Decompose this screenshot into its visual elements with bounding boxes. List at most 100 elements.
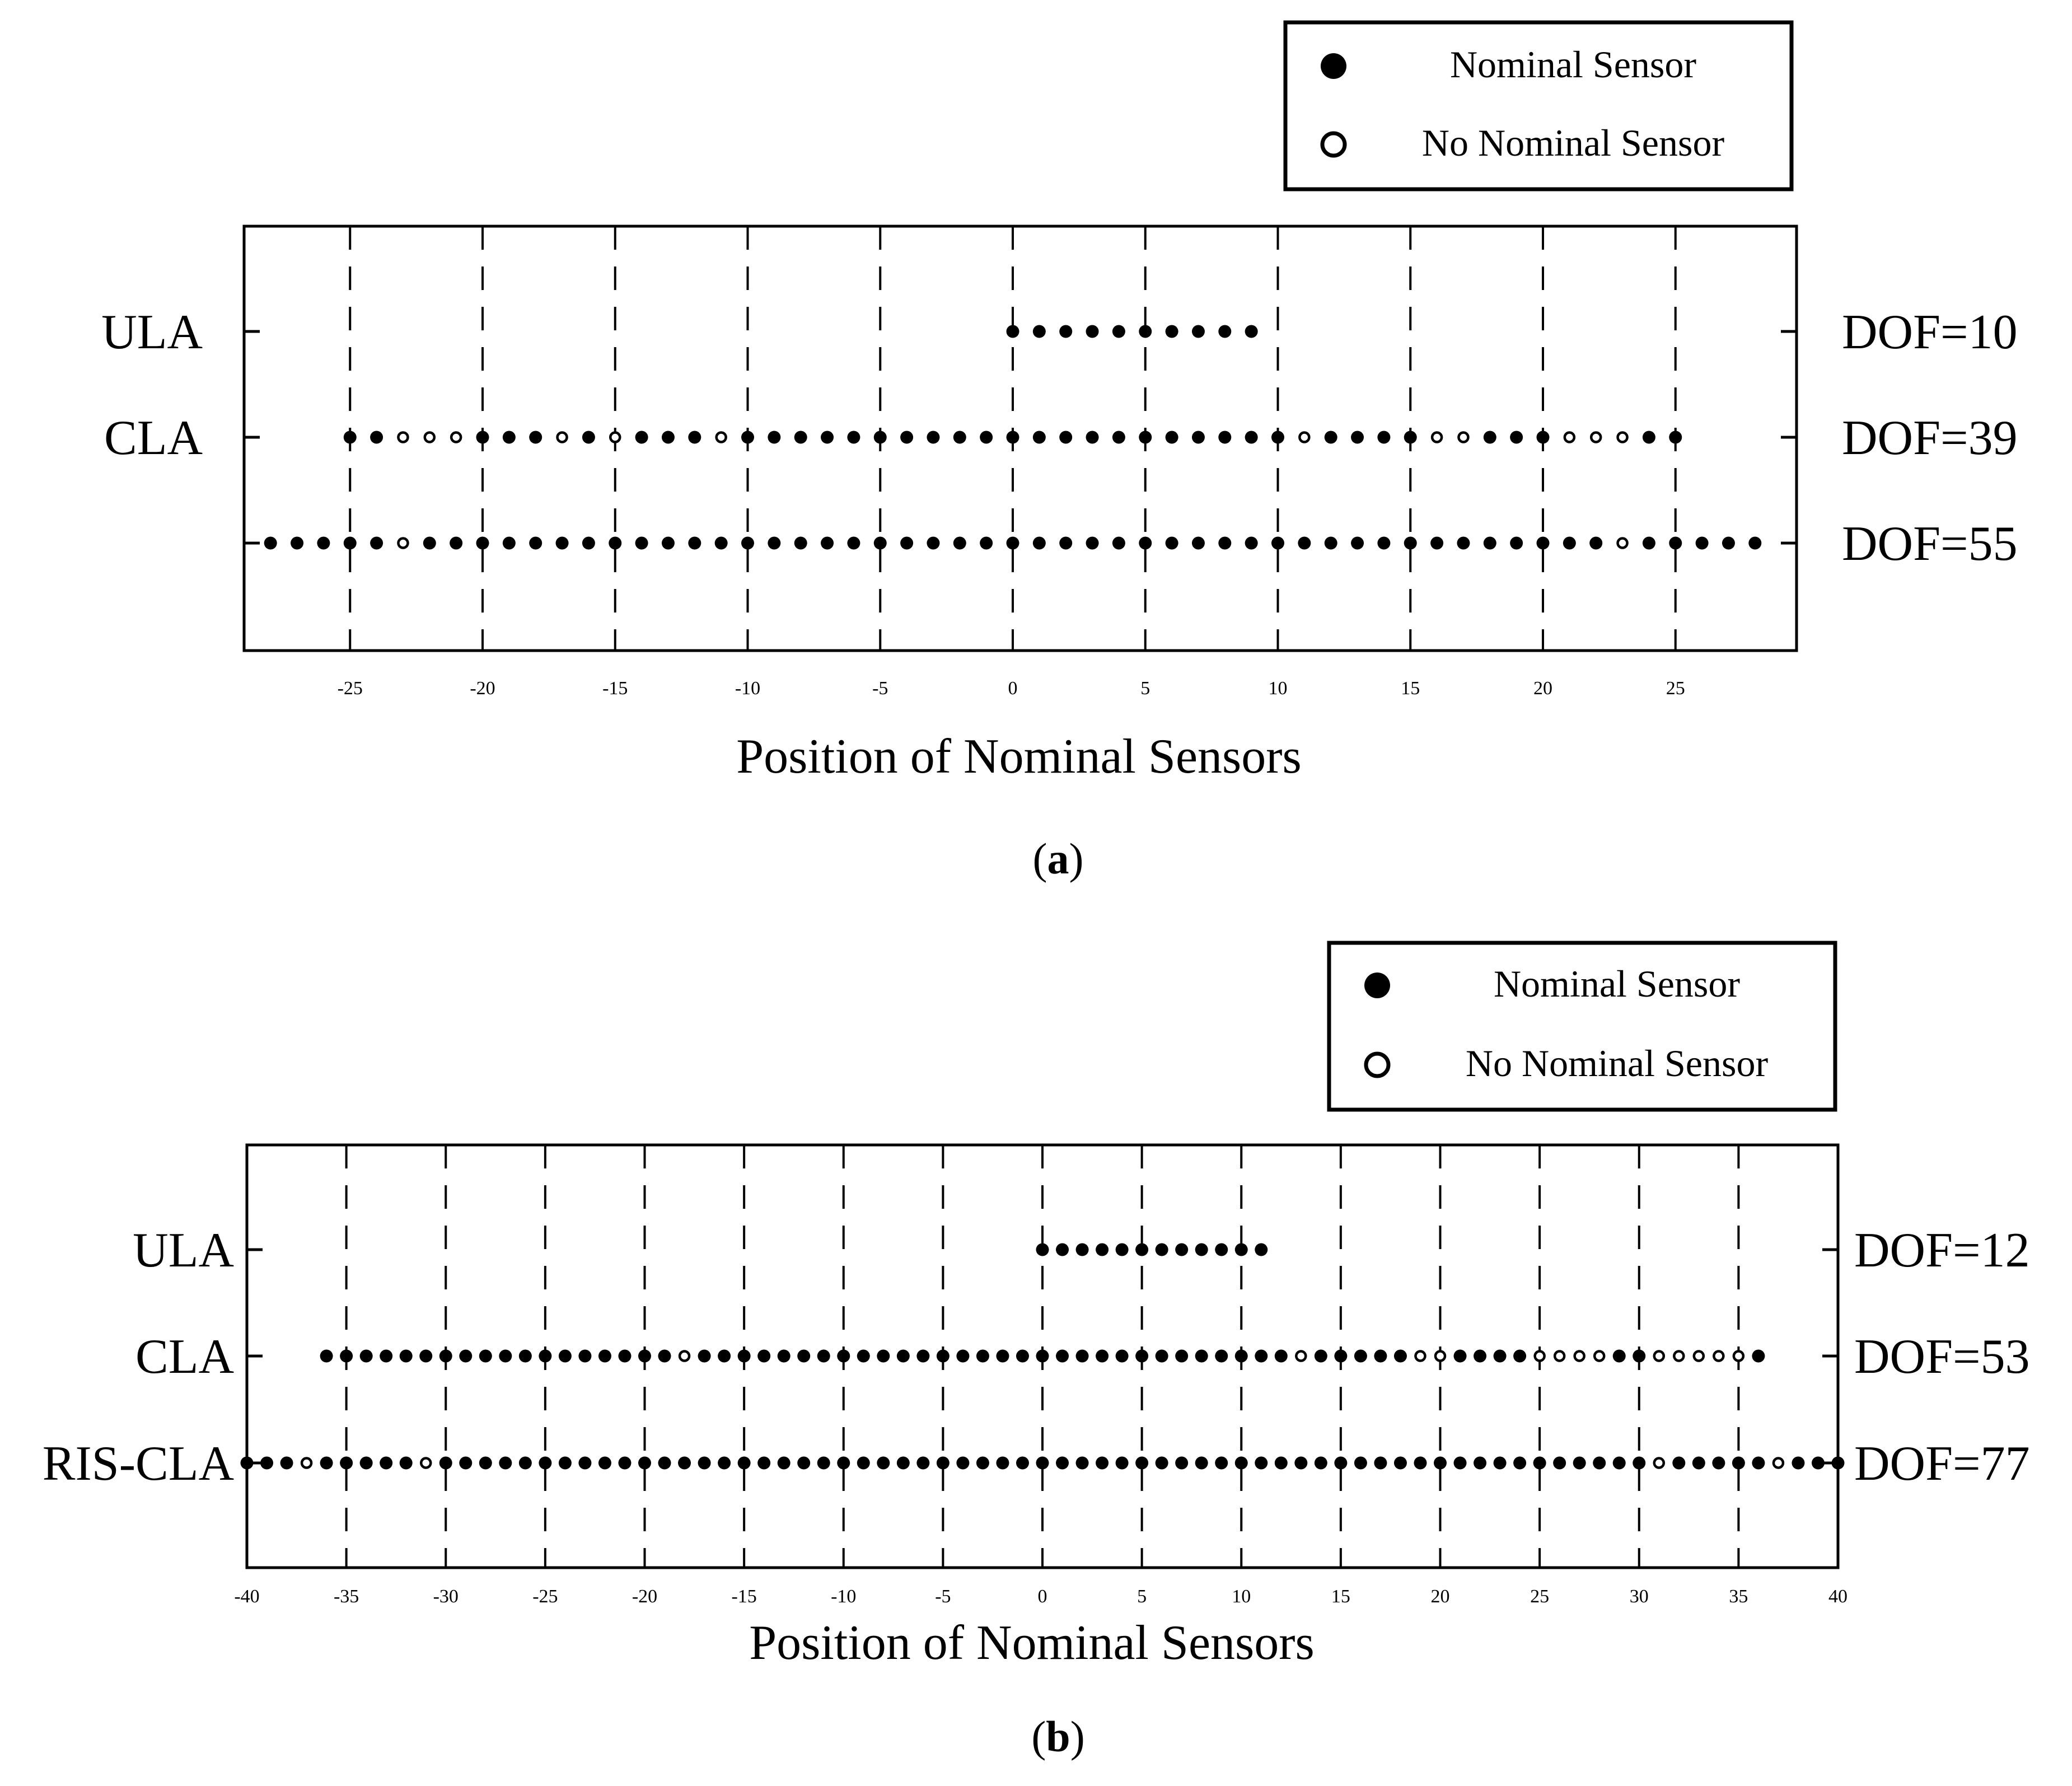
filled-sensor-point [797, 1349, 811, 1363]
filled-sensor-point [1036, 1243, 1049, 1256]
hollow-sensor-point [397, 537, 409, 549]
filled-sensor-point [1404, 431, 1417, 444]
filled-sensor-point [1175, 1243, 1189, 1256]
legend-b-filled-marker [1364, 973, 1390, 998]
filled-sensor-point [1642, 536, 1655, 550]
filled-sensor-point [1493, 1349, 1507, 1363]
filled-sensor-point [582, 431, 595, 444]
x-tick-label: 25 [1666, 678, 1685, 699]
filled-sensor-point [1139, 431, 1152, 444]
filled-sensor-point [1483, 431, 1496, 444]
filled-sensor-point [1086, 431, 1099, 444]
filled-sensor-point [1712, 1456, 1725, 1470]
filled-sensor-point [529, 536, 542, 550]
hollow-sensor-point [1616, 431, 1629, 443]
hollow-sensor-point [450, 431, 462, 443]
filled-sensor-point [847, 431, 860, 444]
legend-a: Nominal Sensor No Nominal Sensor [1283, 20, 1794, 191]
filled-sensor-point [1457, 536, 1470, 550]
filled-sensor-point [797, 1456, 811, 1470]
filled-sensor-point [1006, 431, 1019, 444]
filled-sensor-point [956, 1349, 970, 1363]
filled-sensor-point [1245, 431, 1258, 444]
filled-sensor-point [1255, 1349, 1268, 1363]
filled-sensor-point [896, 1456, 910, 1470]
x-tick-label: 15 [1401, 678, 1420, 699]
filled-sensor-point [399, 1349, 413, 1363]
filled-sensor-point [1059, 431, 1073, 444]
filled-sensor-point [741, 431, 754, 444]
filled-sensor-point [1752, 1456, 1765, 1470]
filled-sensor-point [1115, 1243, 1129, 1256]
filled-sensor-point [777, 1456, 791, 1470]
filled-sensor-point [1510, 536, 1523, 550]
filled-sensor-point [1245, 325, 1258, 338]
x-tick-label: 35 [1729, 1586, 1748, 1607]
filled-sensor-point [1274, 1456, 1288, 1470]
filled-sensor-point [956, 1456, 970, 1470]
filled-sensor-point [688, 431, 701, 444]
legend-a-box [1283, 20, 1794, 191]
filled-sensor-point [539, 1349, 552, 1363]
hollow-sensor-point [1430, 431, 1443, 443]
filled-sensor-point [980, 431, 993, 444]
filled-sensor-point [450, 536, 463, 550]
filled-sensor-point [1612, 1349, 1626, 1363]
filled-sensor-point [439, 1456, 452, 1470]
filled-sensor-point [661, 536, 675, 550]
filled-sensor-point [1271, 536, 1284, 550]
filled-sensor-point [1016, 1349, 1029, 1363]
filled-sensor-point [1374, 1349, 1387, 1363]
filled-sensor-point [1112, 536, 1125, 550]
x-tick-label: 25 [1530, 1586, 1549, 1607]
filled-sensor-point [1165, 536, 1178, 550]
filled-sensor-point [1722, 536, 1735, 550]
hollow-sensor-point [1298, 431, 1311, 443]
x-tick-label: -25 [338, 678, 363, 699]
hollow-sensor-point [1434, 1350, 1447, 1362]
filled-sensor-point [976, 1456, 989, 1470]
x-tick-label: -20 [470, 678, 495, 699]
caption-a: (a) [1033, 834, 1084, 883]
filled-sensor-point [658, 1456, 671, 1470]
hollow-sensor-point [1713, 1350, 1725, 1362]
filled-sensor-point [529, 431, 542, 444]
filled-sensor-point [1351, 431, 1364, 444]
filled-sensor-point [718, 1349, 731, 1363]
filled-sensor-point [1075, 1243, 1089, 1256]
filled-sensor-point [896, 1349, 910, 1363]
filled-sensor-point [1536, 536, 1550, 550]
x-tick-label: 5 [1137, 1586, 1147, 1607]
filled-sensor-point [1324, 431, 1337, 444]
filled-sensor-point [1215, 1349, 1228, 1363]
filled-sensor-point [936, 1349, 950, 1363]
filled-sensor-point [518, 1456, 532, 1470]
filled-sensor-point [264, 536, 277, 550]
series-name-label: CLA [135, 1330, 234, 1384]
hollow-sensor-point [1653, 1457, 1666, 1469]
filled-sensor-point [817, 1456, 830, 1470]
filled-sensor-point [1536, 431, 1550, 444]
x-tick-label: -20 [632, 1586, 657, 1607]
hollow-sensor-point [300, 1457, 313, 1469]
filled-sensor-point [1112, 431, 1125, 444]
hollow-sensor-point [1692, 1350, 1705, 1362]
filled-sensor-point [953, 431, 966, 444]
legend-b-hollow-marker [1364, 1051, 1391, 1078]
filled-sensor-point [499, 1349, 512, 1363]
filled-sensor-point [1672, 1456, 1686, 1470]
filled-sensor-point [1732, 1456, 1745, 1470]
filled-sensor-point [996, 1456, 1009, 1470]
filled-sensor-point [1032, 325, 1046, 338]
filled-sensor-point [1255, 1456, 1268, 1470]
filled-sensor-point [1453, 1456, 1467, 1470]
filled-sensor-point [1165, 325, 1178, 338]
filled-sensor-point [1191, 536, 1205, 550]
series-name-label: ULA [133, 1223, 234, 1278]
x-tick-label: 10 [1232, 1586, 1251, 1607]
hollow-sensor-point [1593, 1350, 1606, 1362]
hollow-sensor-point [1295, 1350, 1307, 1362]
filled-sensor-point [927, 431, 940, 444]
